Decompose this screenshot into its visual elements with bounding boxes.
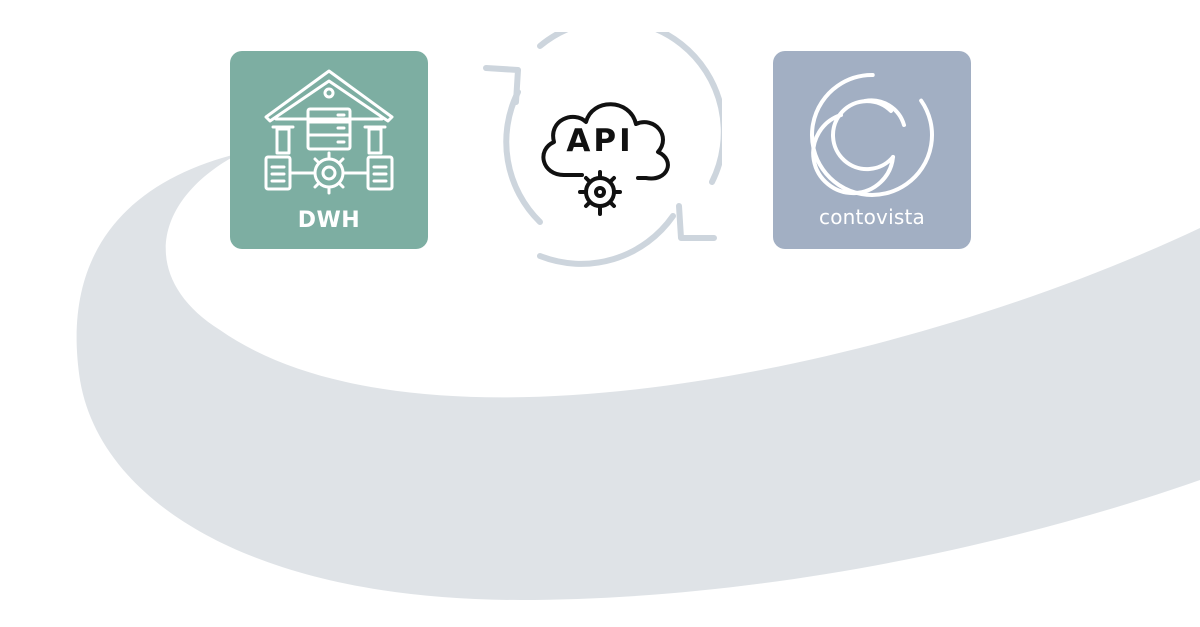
data-warehouse-icon [264, 69, 394, 195]
contovista-label: contovista [819, 205, 925, 229]
api-label: API [566, 123, 634, 159]
contovista-tile: contovista [773, 51, 971, 249]
dwh-tile: DWH [230, 51, 428, 249]
api-node: API [478, 16, 727, 276]
api-cloud-gear-icon [541, 102, 670, 216]
dwh-label: DWH [297, 208, 361, 233]
contovista-logo-icon [810, 73, 934, 197]
